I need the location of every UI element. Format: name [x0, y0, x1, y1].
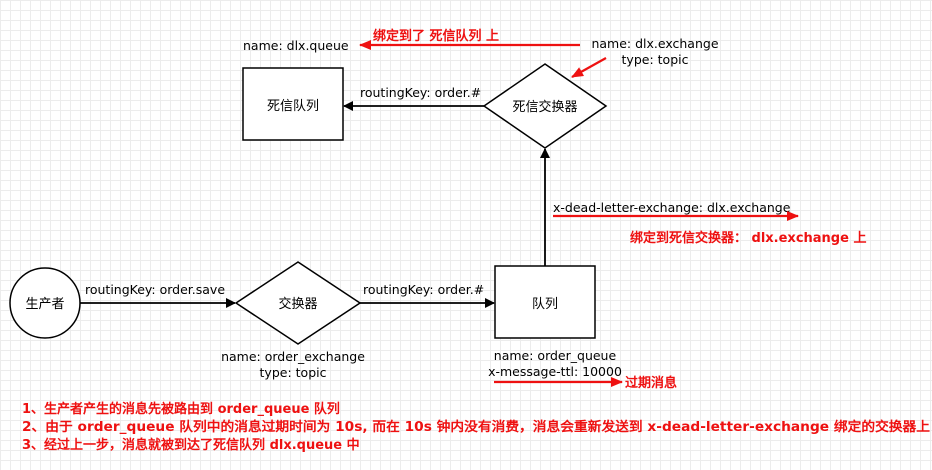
note-3: 3、经过上一步，消息就被到达了死信队列 dlx.queue 中: [22, 437, 360, 453]
exchange-name-label: name: order_exchange: [221, 349, 365, 364]
annotation-bound-dlx: 绑定到死信交换器： dlx.exchange 上: [630, 230, 866, 246]
producer-label: 生产者: [25, 297, 64, 312]
queue-ttl-label: x-message-ttl: 10000: [488, 364, 622, 379]
note-1: 1、生产者产生的消息先被路由到 order_queue 队列: [22, 401, 340, 417]
note-2: 2、由于 order_queue 队列中的消息过期时间为 10s, 而在 10s…: [22, 419, 930, 435]
dead-queue-node: 死信队列: [242, 67, 344, 141]
producer-node: 生产者: [9, 267, 81, 339]
annotation-expired: 过期消息: [625, 375, 677, 391]
exchange-node: 交换器: [234, 261, 362, 345]
queue-label: 队列: [532, 297, 558, 312]
queue-node: 队列: [494, 265, 596, 339]
dlx-exchange-node: 死信交换器: [482, 63, 608, 149]
edge-label-dlx-deadqueue: routingKey: order.#: [360, 85, 481, 100]
dead-queue-name-label: name: dlx.queue: [243, 38, 349, 53]
edge-label-exchange-queue: routingKey: order.#: [363, 282, 484, 297]
edge-label-producer-exchange: routingKey: order.save: [85, 282, 225, 297]
edge-label-queue-dlx: x-dead-letter-exchange: dlx.exchange: [553, 200, 791, 215]
exchange-label: 交换器: [278, 296, 317, 312]
exchange-type-label: type: topic: [260, 365, 327, 380]
dlx-type-label: type: topic: [622, 52, 689, 67]
dlx-name-label: name: dlx.exchange: [591, 36, 718, 51]
annotation-bound-dead-queue: 绑定到了 死信队列 上: [373, 28, 499, 44]
red-arrow-dlx-pointer: [571, 57, 607, 78]
dlx-exchange-label: 死信交换器: [512, 99, 577, 115]
queue-name-label: name: order_queue: [494, 348, 617, 363]
dead-queue-label: 死信队列: [267, 99, 319, 114]
